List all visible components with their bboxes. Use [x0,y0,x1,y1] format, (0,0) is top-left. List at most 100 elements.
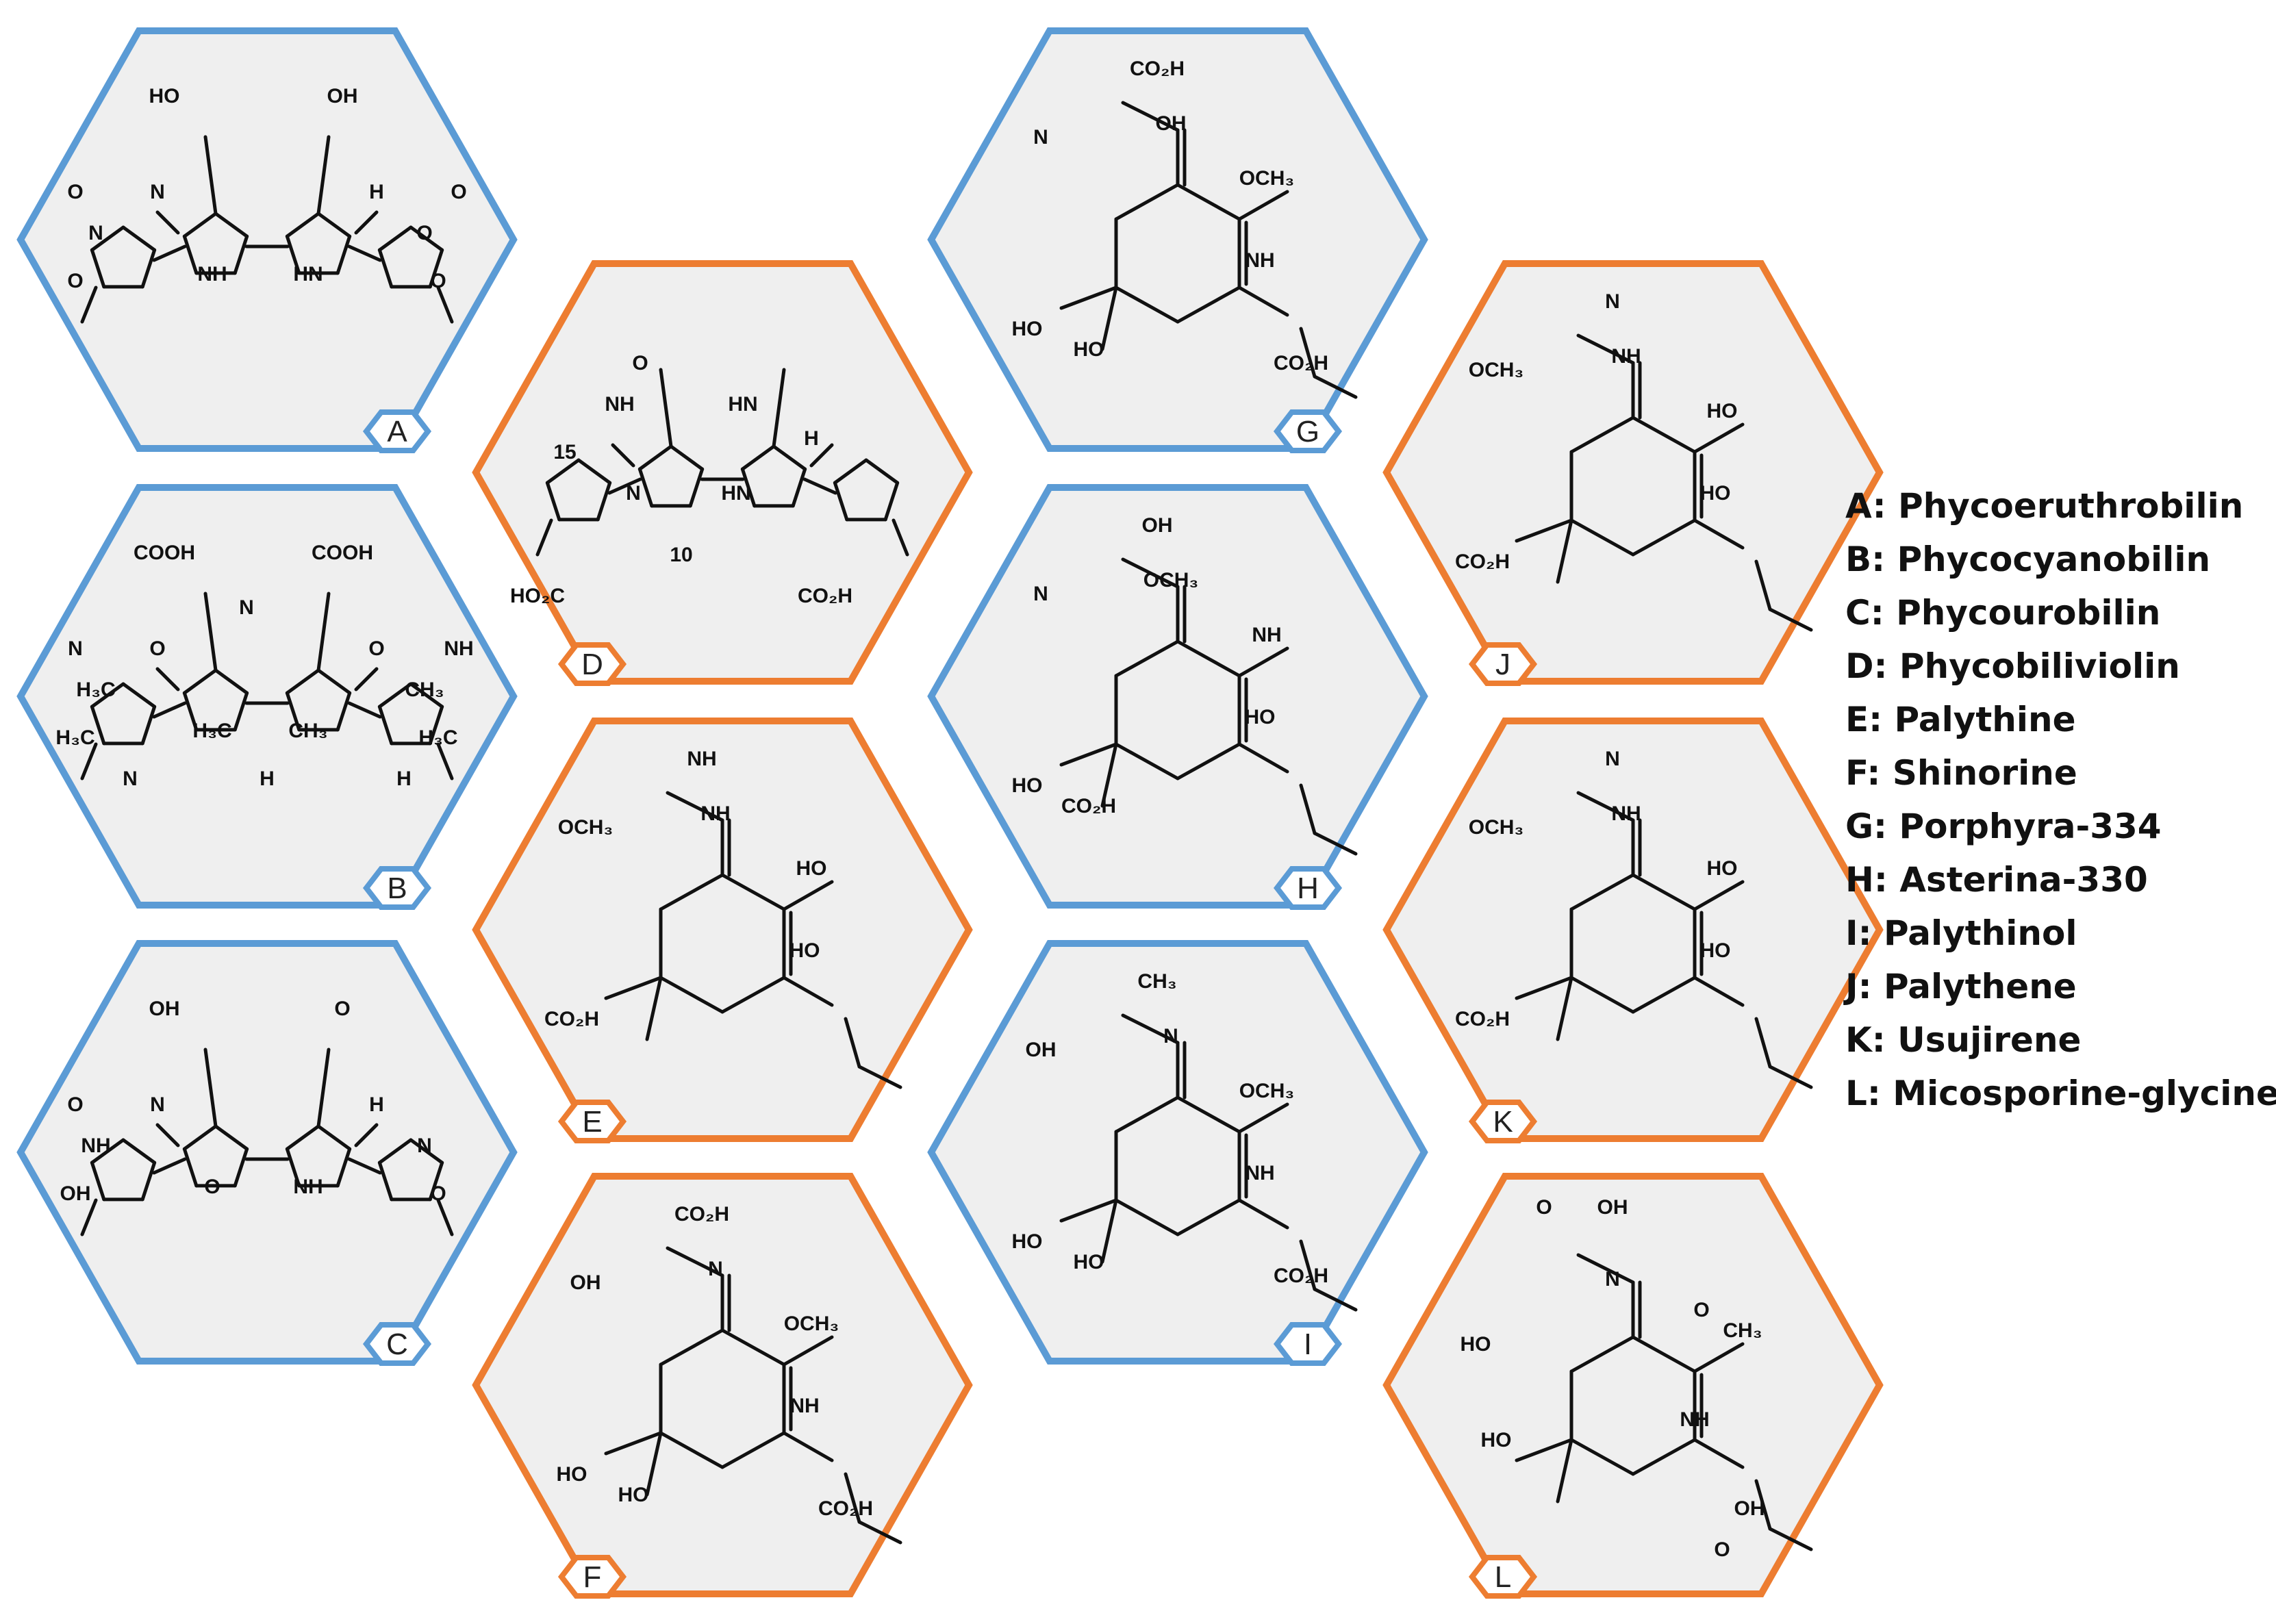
bond-line [233,234,249,275]
bond-line [155,1123,180,1147]
bond-line [809,443,834,468]
bond-line [347,701,382,719]
bond-line [1237,1102,1289,1134]
panel-letter: A [387,415,407,448]
atom-label: HO [1074,338,1104,361]
atom-label: HN [293,263,323,286]
bond-line [659,976,724,1014]
bond-line [1100,742,1118,808]
bond-line [214,212,249,238]
bond-line [772,444,807,471]
bond-line [90,1138,125,1165]
bond-line [1176,1095,1241,1134]
atom-label: OH [570,1271,601,1294]
atom-label: OH [149,998,180,1020]
atom-label: OCH₃ [1239,1080,1295,1102]
bond-line [1121,557,1180,589]
atom-label: N [239,596,254,619]
bond-line [436,286,454,324]
atom-label: HN [721,482,750,505]
bond-line [740,444,776,471]
bond-line [152,1157,187,1175]
bond-line [377,225,413,252]
bond-line [428,248,444,289]
atom-label: N [68,637,83,660]
atom-label: OCH₃ [1239,167,1295,190]
bond-line [121,682,157,709]
legend-item: A: Phycoeruthrobilin [1845,486,2244,526]
bond-line [844,1017,861,1069]
bond-line [316,668,352,695]
panel-letter-badge [1273,866,1343,910]
atom-label: HO [1700,939,1731,962]
atom-label: N [1605,290,1620,313]
bond-line [720,873,786,911]
panel-letter-badge [1273,409,1343,453]
bond-line [90,682,125,709]
bond-line [659,368,673,448]
atom-label: NH [1245,249,1274,272]
bond-line [121,225,157,252]
bond-line [545,481,561,522]
atom-label: CH₃ [1137,970,1176,993]
panel-letter: L [1495,1560,1511,1594]
atom-label: HO [796,857,827,880]
bond-line [285,691,301,732]
bond-line [1176,286,1241,324]
atom-label: O [1714,1538,1730,1561]
bond-line [883,481,900,522]
bond-line [1299,1239,1317,1291]
bond-line [182,212,218,238]
atom-label: N [417,1134,432,1157]
bond-line [1100,286,1118,351]
legend-item: F: Shinorine [1845,753,2077,793]
bond-line [336,691,352,732]
bond-line [1631,1438,1697,1476]
atom-label: NH [444,637,473,660]
bond-line [645,976,663,1041]
bond-line [596,481,612,522]
bond-line [1693,422,1745,454]
atom-label: NH [1680,1408,1709,1431]
legend-item: E: Palythine [1845,700,2076,739]
atom-label: O [67,1093,83,1116]
bond-line [1176,183,1241,221]
panel-letter: C [386,1328,408,1361]
bond-line [720,1328,786,1367]
bond-line [833,458,868,485]
bond-line [409,1138,444,1165]
bond-line [155,667,180,692]
bond-line [152,701,187,719]
bond-line [688,467,705,508]
bond-line [1754,559,1772,611]
bond-line [604,1431,663,1456]
bond-line [182,1147,199,1188]
bond-line [1176,742,1241,781]
atom-label: HO [1707,857,1738,880]
atom-label: 15 [553,441,576,464]
bond-line [1237,1198,1289,1230]
bond-line [1631,873,1697,911]
bond-line [182,234,199,275]
atom-label: NH [687,748,716,770]
bond-line [1313,375,1358,399]
bond-line [666,1246,724,1278]
bond-line [203,1048,218,1128]
atom-label: O [1536,1196,1552,1219]
bond-line [1556,518,1573,584]
bond-line [1176,1198,1241,1236]
atom-label: HO [1707,400,1738,422]
bond-line [666,791,724,822]
atom-label: O [430,1182,446,1205]
atom-label: O [451,181,466,203]
atom-label: OCH₃ [784,1312,839,1335]
